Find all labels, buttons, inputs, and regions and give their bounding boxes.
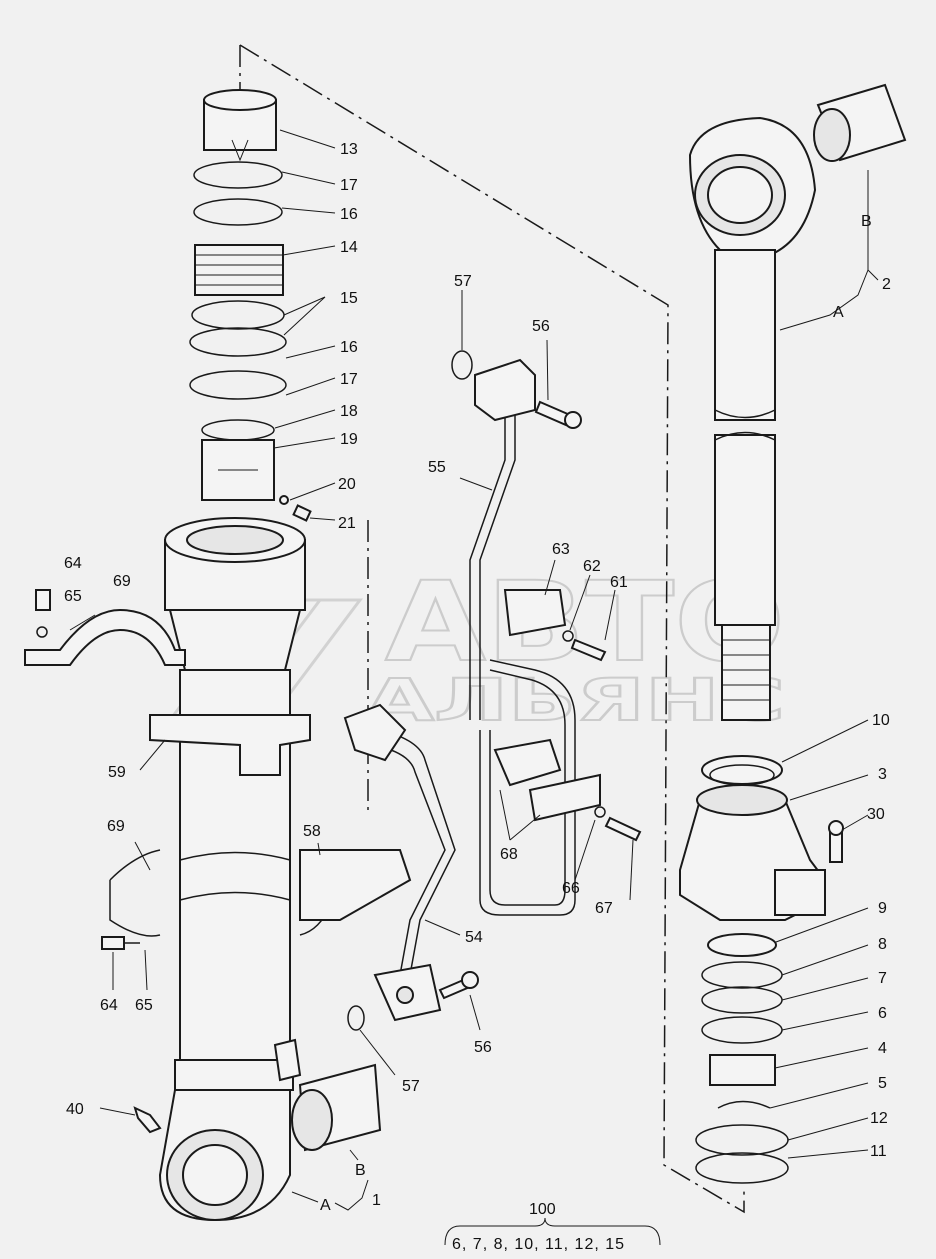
callout-69-upper: 69 <box>113 573 131 590</box>
callout-64-upper: 64 <box>64 555 82 572</box>
callout-10: 10 <box>872 712 890 729</box>
callout-a-rod: A <box>833 304 844 321</box>
callout-17-upper: 17 <box>340 177 358 194</box>
callout-62: 62 <box>583 558 601 575</box>
callout-18: 18 <box>340 403 358 420</box>
callout-3: 3 <box>878 766 887 783</box>
callout-68: 68 <box>500 846 518 863</box>
callout-13: 13 <box>340 141 358 158</box>
callout-20: 20 <box>338 476 356 493</box>
cylinder-head <box>164 517 306 671</box>
callout-59: 59 <box>108 764 126 781</box>
callout-1: 1 <box>372 1192 381 1209</box>
leader-lines <box>69 129 879 1246</box>
grease-fitting <box>133 1106 162 1134</box>
kit-contents: 6, 7, 8, 10, 11, 12, 15 <box>452 1236 625 1253</box>
cylinder-tube <box>158 669 382 1222</box>
callout-69-lower: 69 <box>107 818 125 835</box>
gland-stack <box>679 755 844 1184</box>
callout-57-lower: 57 <box>402 1078 420 1095</box>
callout-16-upper: 16 <box>340 206 358 223</box>
callout-61: 61 <box>610 574 628 591</box>
callout-6: 6 <box>878 1005 887 1022</box>
callout-55: 55 <box>428 459 446 476</box>
callout-16-lower: 16 <box>340 339 358 356</box>
callout-58: 58 <box>303 823 321 840</box>
piston-rod <box>688 83 907 721</box>
clamps-left <box>24 589 412 950</box>
callout-64-lower: 64 <box>100 997 118 1014</box>
callout-19: 19 <box>340 431 358 448</box>
callout-17-lower: 17 <box>340 371 358 388</box>
callout-65-lower: 65 <box>135 997 153 1014</box>
callout-56-upper: 56 <box>532 318 550 335</box>
callout-63: 63 <box>552 541 570 558</box>
callout-12: 12 <box>870 1110 888 1127</box>
callout-57-upper: 57 <box>454 273 472 290</box>
callout-56-lower: 56 <box>474 1039 492 1056</box>
callout-a-tube: A <box>320 1197 331 1214</box>
kit-number: 100 <box>529 1201 556 1218</box>
callout-67: 67 <box>595 900 613 917</box>
callout-2: 2 <box>882 276 891 293</box>
callout-14: 14 <box>340 239 358 256</box>
callout-9: 9 <box>878 900 887 917</box>
callout-b-tube: B <box>355 1162 366 1179</box>
callout-8: 8 <box>878 936 887 953</box>
callout-66: 66 <box>562 880 580 897</box>
callout-4: 4 <box>878 1040 887 1057</box>
callout-5: 5 <box>878 1075 887 1092</box>
piston-stack <box>189 89 312 522</box>
callout-15: 15 <box>340 290 358 307</box>
callout-11: 11 <box>870 1143 887 1160</box>
callout-7: 7 <box>878 970 887 987</box>
pipes-center <box>343 350 642 1031</box>
callout-40: 40 <box>66 1101 84 1118</box>
callout-labels: 13 17 16 14 15 16 17 18 19 20 21 64 65 6… <box>64 141 891 1253</box>
callout-b-rod: B <box>861 213 872 230</box>
callout-21: 21 <box>338 515 356 532</box>
callout-54: 54 <box>465 929 483 946</box>
assembly-center-lines <box>239 44 745 1214</box>
callout-30: 30 <box>867 806 885 823</box>
callout-65-upper: 65 <box>64 588 82 605</box>
